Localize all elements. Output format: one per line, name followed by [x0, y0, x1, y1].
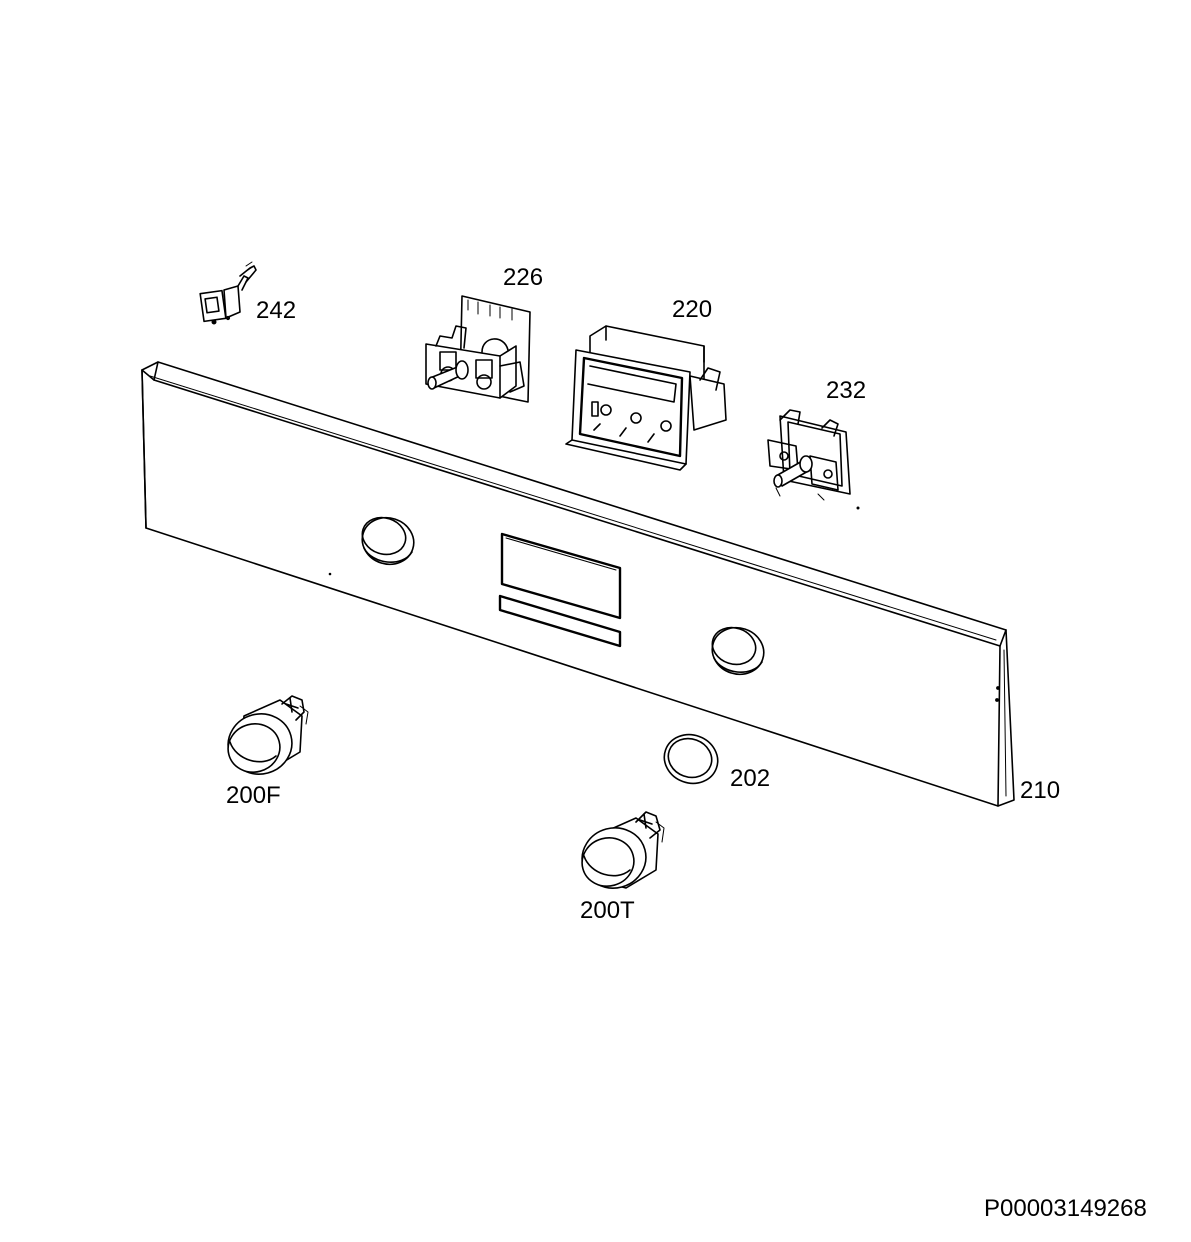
- callout-200T: 200T: [580, 897, 635, 924]
- callout-226: 226: [503, 264, 543, 291]
- panel-knob-hole-right: [711, 626, 765, 676]
- part-200F-knob: [227, 695, 309, 775]
- part-226-rotary-switch: [425, 295, 531, 403]
- panel-display-window: [498, 532, 622, 648]
- callout-210: 210: [1020, 777, 1060, 804]
- callout-220: 220: [672, 296, 712, 323]
- callout-232: 232: [826, 377, 866, 404]
- callout-202: 202: [730, 765, 770, 792]
- panel-knob-hole-left: [361, 516, 415, 566]
- part-200T-knob: [581, 811, 665, 889]
- callout-242: 242: [256, 297, 296, 324]
- part-232-thermostat: [767, 409, 860, 510]
- callout-200F: 200F: [226, 782, 281, 809]
- part-242-connector: [199, 261, 257, 325]
- document-code: P00003149268: [984, 1195, 1147, 1222]
- part-210-control-panel: [141, 361, 1015, 807]
- part-202-ring: [663, 733, 719, 785]
- part-220-display-module: [565, 325, 727, 471]
